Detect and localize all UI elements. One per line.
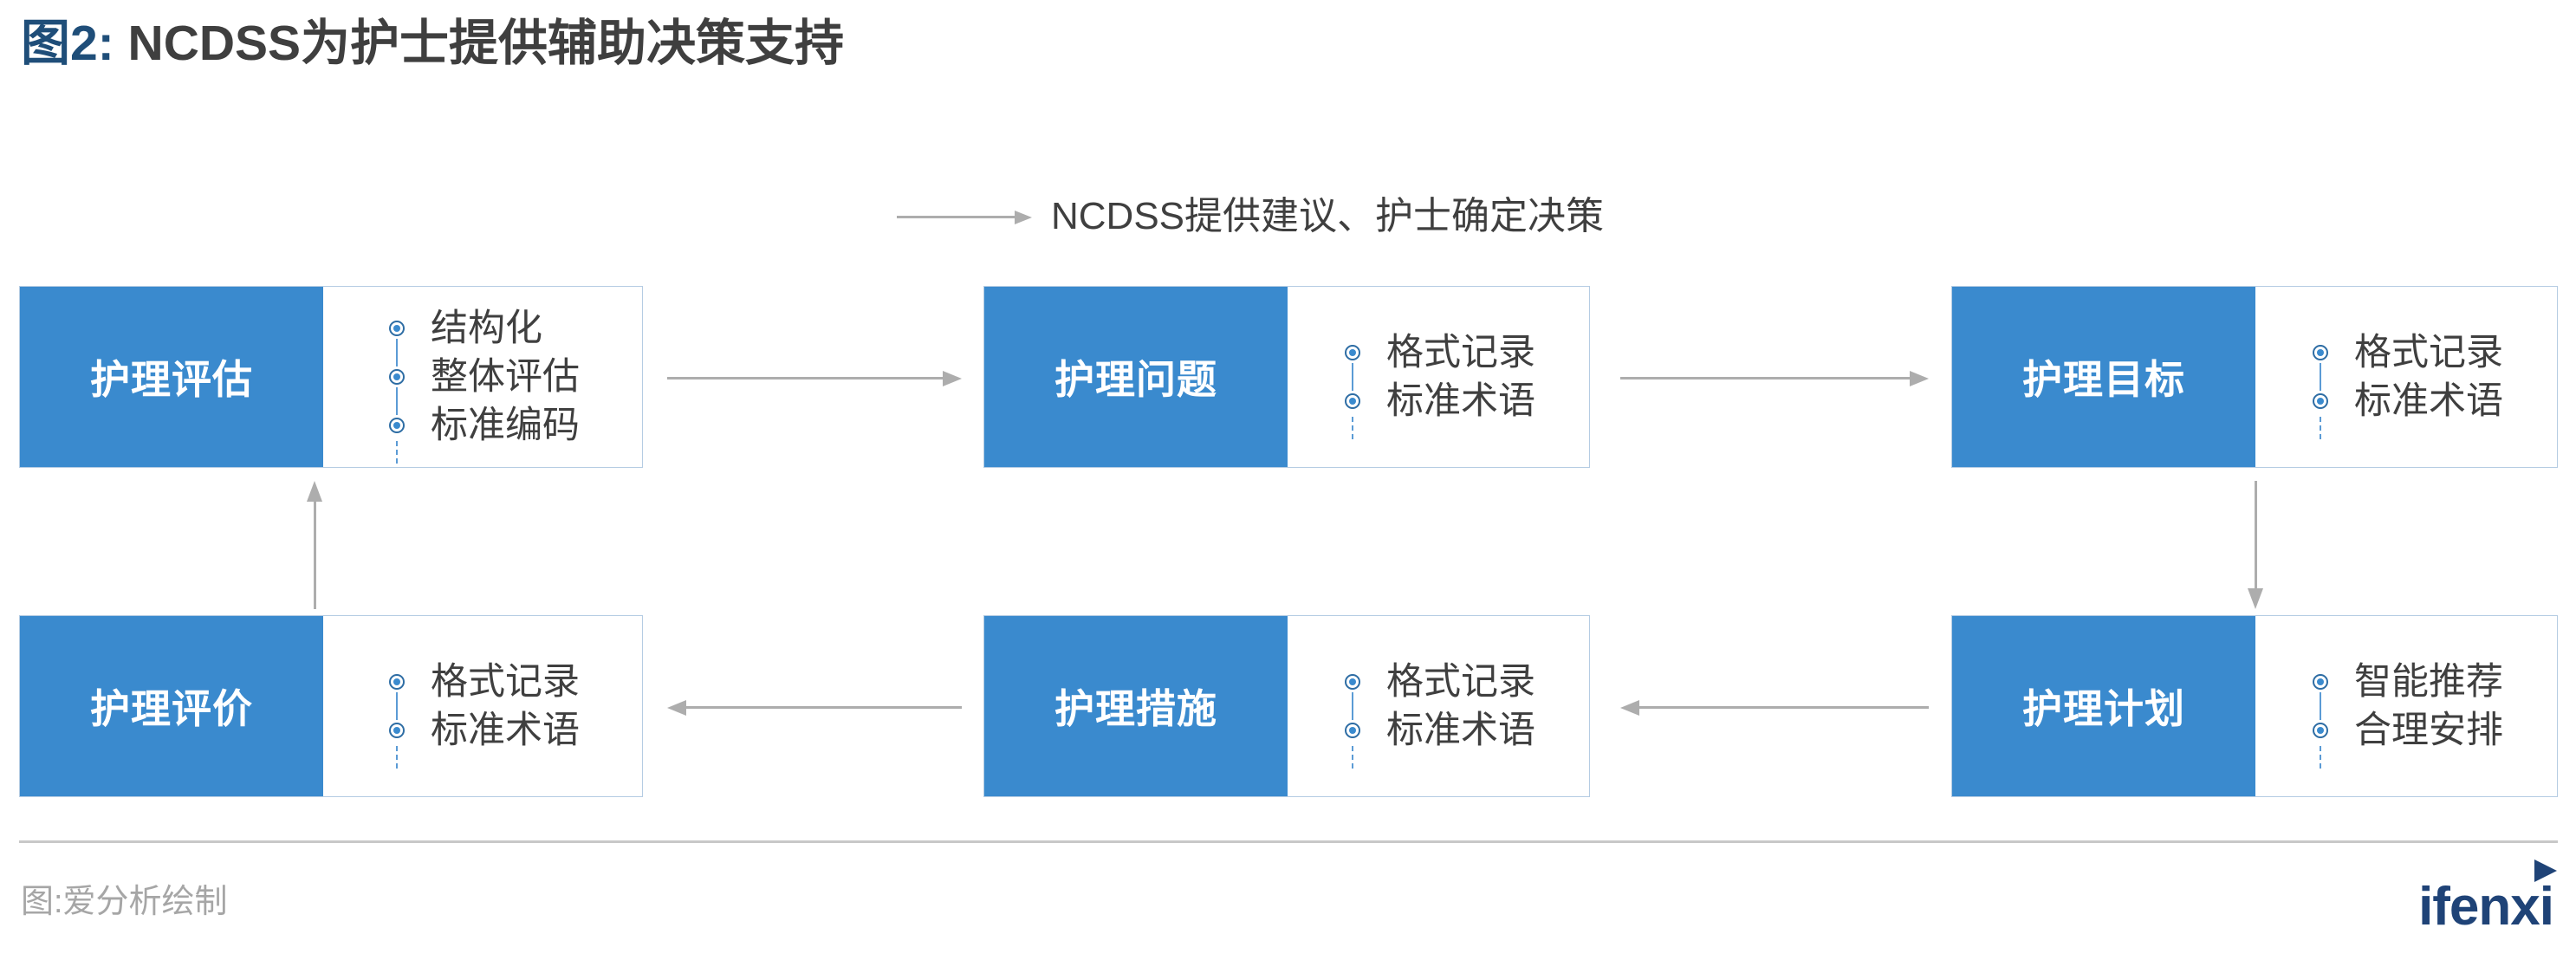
- logo-arrow-icon: [2534, 859, 2557, 882]
- list-item: 标准编码: [386, 387, 580, 464]
- node-body: 格式记录 标准术语: [2255, 287, 2557, 467]
- bullet-list: 格式记录 标准术语: [1341, 328, 1535, 439]
- right-arrow-icon: [897, 211, 1032, 224]
- connector-problem-to-goal: [1620, 371, 1929, 386]
- bullet-dot-icon: [386, 387, 408, 464]
- node-title: 护理评估: [90, 357, 253, 402]
- node-header: 护理评价: [20, 616, 323, 796]
- node-header: 护理措施: [984, 616, 1288, 796]
- bullet-list: 格式记录 标准术语: [386, 658, 580, 769]
- bullet-dot-icon: [386, 692, 408, 769]
- bullet-dot-icon: [2309, 658, 2332, 720]
- bullet-dot-icon: [1341, 692, 1364, 769]
- node-header: 护理计划: [1952, 616, 2255, 796]
- footer-divider: [19, 840, 2558, 843]
- legend-caption: NCDSS提供建议、护士确定决策: [1051, 195, 1605, 237]
- list-item: 整体评估: [386, 339, 580, 415]
- list-item: 标准术语: [1341, 363, 1535, 439]
- node-nursing-evaluation[interactable]: 护理评价 格式记录 标准术语: [19, 615, 643, 797]
- node-body: 格式记录 标准术语: [1288, 616, 1589, 796]
- node-nursing-intervention[interactable]: 护理措施 格式记录 标准术语: [983, 615, 1590, 797]
- bullet-label: 智能推荐: [2354, 660, 2503, 703]
- bullet-list: 格式记录 标准术语: [1341, 658, 1535, 769]
- bullet-label: 格式记录: [1386, 660, 1535, 703]
- node-title: 护理计划: [2022, 686, 2185, 731]
- connector-intervention-to-evaluation: [667, 700, 962, 716]
- source-note: 图:爱分析绘制: [21, 884, 228, 920]
- node-nursing-problem[interactable]: 护理问题 格式记录 标准术语: [983, 286, 1590, 468]
- figure-number: 图2:: [21, 16, 114, 71]
- list-item: 格式记录: [2309, 328, 2503, 391]
- connector-evaluation-to-assessment: [307, 481, 322, 609]
- bullet-label: 格式记录: [2354, 331, 2503, 373]
- bullet-list: 智能推荐 合理安排: [2309, 658, 2503, 769]
- list-item: 合理安排: [2309, 692, 2503, 769]
- node-title: 护理问题: [1054, 357, 1217, 402]
- bullet-label: 格式记录: [431, 660, 580, 703]
- bullet-label: 标准编码: [431, 404, 580, 446]
- list-item: 标准术语: [386, 692, 580, 769]
- node-title: 护理评价: [90, 686, 253, 731]
- bullet-list: 结构化 整体评估 标准编码: [386, 304, 580, 464]
- bullet-dot-icon: [2309, 363, 2332, 439]
- bullet-label: 标准术语: [2354, 379, 2503, 422]
- bullet-label: 整体评估: [431, 355, 580, 398]
- page-title: 图2: NCDSS为护士提供辅助决策支持: [21, 19, 844, 68]
- node-body: 格式记录 标准术语: [323, 616, 642, 796]
- node-nursing-goal[interactable]: 护理目标 格式记录 标准术语: [1951, 286, 2558, 468]
- list-item: 格式记录: [1341, 328, 1535, 391]
- node-header: 护理目标: [1952, 287, 2255, 467]
- node-body: 智能推荐 合理安排: [2255, 616, 2557, 796]
- bullet-label: 标准术语: [1386, 379, 1535, 422]
- bullet-label: 格式记录: [1386, 331, 1535, 373]
- list-item: 结构化: [386, 304, 580, 366]
- bullet-label: 标准术语: [431, 709, 580, 751]
- bullet-label: 标准术语: [1386, 709, 1535, 751]
- logo-wordmark: ifenxi: [2418, 877, 2554, 937]
- list-item: 智能推荐: [2309, 658, 2503, 720]
- ifenxi-logo: ifenxi: [2418, 859, 2557, 937]
- node-nursing-plan[interactable]: 护理计划 智能推荐 合理安排: [1951, 615, 2558, 797]
- list-item: 标准术语: [2309, 363, 2503, 439]
- connector-plan-to-intervention: [1620, 700, 1929, 716]
- node-title: 护理目标: [2022, 357, 2185, 402]
- connector-assessment-to-problem: [667, 371, 962, 386]
- list-item: 格式记录: [1341, 658, 1535, 720]
- bullet-label: 结构化: [431, 307, 542, 349]
- bullet-dot-icon: [2309, 692, 2332, 769]
- node-body: 格式记录 标准术语: [1288, 287, 1589, 467]
- bullet-dot-icon: [1341, 363, 1364, 439]
- list-item: 标准术语: [1341, 692, 1535, 769]
- node-header: 护理评估: [20, 287, 323, 467]
- connector-goal-to-plan: [2248, 481, 2263, 609]
- title-text: NCDSS为护士提供辅助决策支持: [127, 16, 845, 71]
- bullet-label: 合理安排: [2354, 709, 2503, 751]
- list-item: 格式记录: [386, 658, 580, 720]
- node-title: 护理措施: [1054, 686, 1217, 731]
- legend: NCDSS提供建议、护士确定决策: [897, 186, 1604, 247]
- bullet-list: 格式记录 标准术语: [2309, 328, 2503, 439]
- node-nursing-assessment[interactable]: 护理评估 结构化 整体评估: [19, 286, 643, 468]
- node-header: 护理问题: [984, 287, 1288, 467]
- node-body: 结构化 整体评估 标准编码: [323, 287, 642, 467]
